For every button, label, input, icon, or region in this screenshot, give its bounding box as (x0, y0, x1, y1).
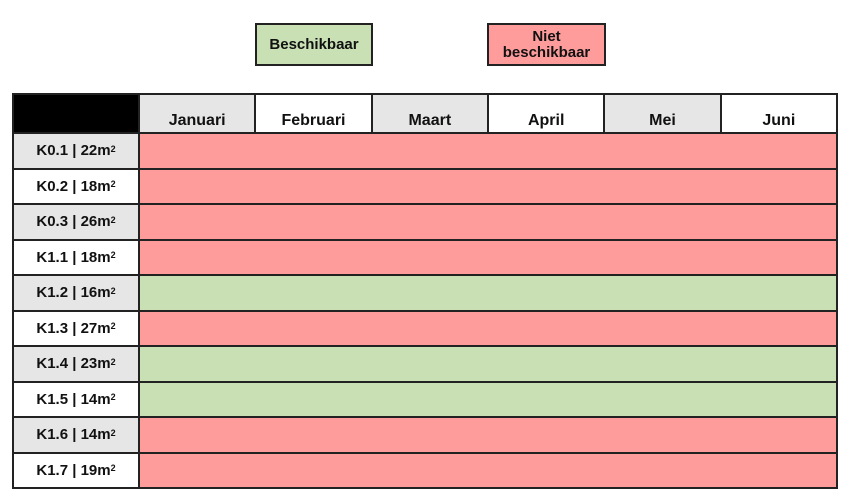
month-header: Mei (605, 95, 720, 132)
month-header: Februari (256, 95, 371, 132)
room-label-text: K0.2 | 18m (36, 177, 111, 195)
room-label-text: K1.4 | 23m (36, 355, 111, 373)
availability-bar (140, 311, 836, 345)
availability-bar (140, 134, 836, 168)
room-label-text: K1.2 | 16m (36, 284, 111, 302)
legend-available-label: Beschikbaar (269, 35, 359, 53)
table-corner (14, 95, 138, 132)
legend-available: Beschikbaar (255, 23, 373, 66)
room-label-text: K1.1 | 18m (36, 248, 111, 266)
room-label-text: K1.6 | 14m (36, 426, 111, 444)
availability-bar (140, 276, 836, 310)
room-label-text: K1.5 | 14m (36, 390, 111, 408)
room-label-text: K1.7 | 19m (36, 461, 111, 479)
availability-bar (140, 418, 836, 452)
room-label-text: K0.3 | 26m (36, 213, 111, 231)
room-label-text: K0.1 | 22m (36, 142, 111, 160)
month-header: Maart (372, 95, 487, 132)
month-header: Juni (721, 95, 836, 132)
availability-bar (140, 205, 836, 239)
room-label-text: K1.3 | 27m (36, 319, 111, 337)
availability-bar (140, 347, 836, 381)
availability-bar (140, 240, 836, 274)
availability-bar (140, 453, 836, 487)
month-header: Januari (140, 95, 255, 132)
availability-bar (140, 169, 836, 203)
availability-bar (140, 382, 836, 416)
month-header: April (489, 95, 604, 132)
